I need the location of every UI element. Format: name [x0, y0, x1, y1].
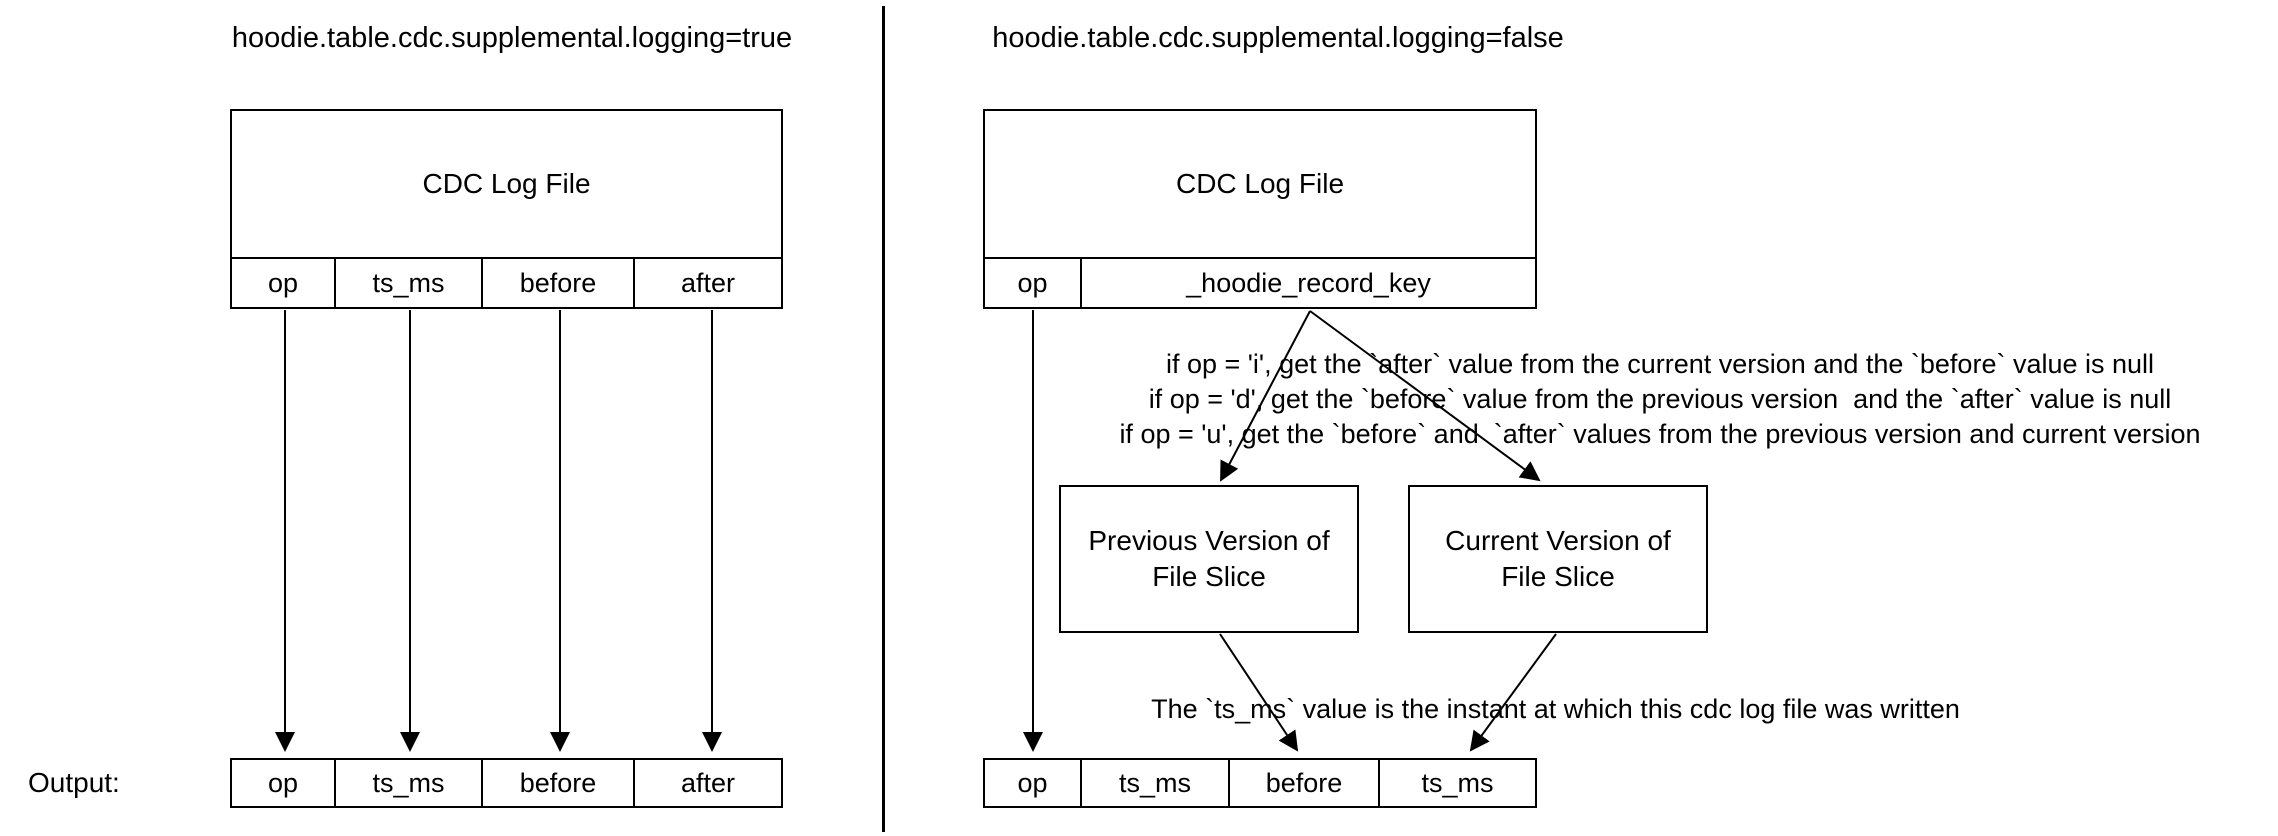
- panel-separator-line: [882, 6, 885, 832]
- right-cdc-log-file-box: CDC Log File op _hoodie_record_key: [983, 109, 1537, 309]
- previous-version-label-line1: Previous Version of: [1088, 525, 1330, 556]
- current-version-file-slice-box: Current Version of File Slice: [1408, 485, 1708, 633]
- left-cdc-log-file-label: CDC Log File: [232, 111, 781, 259]
- current-version-label-line1: Current Version of: [1445, 525, 1671, 556]
- op-rules-text: if op = 'i', get the `after` value from …: [1040, 347, 2278, 452]
- arrow-previous-version-to-output: [1219, 633, 1299, 752]
- left-cdc-column-ts-ms: ts_ms: [336, 259, 483, 307]
- left-cdc-column-after: after: [680, 267, 736, 298]
- left-output-cell-op: op: [232, 760, 336, 806]
- left-cdc-log-file-box: CDC Log File op ts_ms before after: [230, 109, 783, 309]
- right-cdc-log-file-label: CDC Log File: [985, 111, 1535, 259]
- arrow-current-version-to-output: [1469, 633, 1557, 752]
- left-cdc-column-op: op: [232, 259, 336, 307]
- left-cdc-columns: op ts_ms before after: [232, 259, 781, 307]
- left-output-cell-before: before: [483, 760, 635, 806]
- op-rule-insert: if op = 'i', get the `after` value from …: [1165, 349, 2155, 379]
- left-output-cell-after: after: [680, 767, 736, 798]
- left-panel-title: hoodie.table.cdc.supplemental.logging=tr…: [231, 22, 793, 54]
- right-output-cell-ts-ms: ts_ms: [1082, 760, 1230, 806]
- right-output-row: op ts_ms before ts_ms: [983, 758, 1537, 808]
- op-rule-delete: if op = 'd', get the `before` value from…: [1148, 384, 2172, 414]
- right-cdc-column-hoodie-record-key: _hoodie_record_key: [1186, 267, 1431, 298]
- right-cdc-column-op: op: [985, 259, 1082, 307]
- previous-version-file-slice-box: Previous Version of File Slice: [1059, 485, 1359, 633]
- ts-ms-note-text: The `ts_ms` value is the instant at whic…: [1151, 694, 1960, 724]
- right-panel-title: hoodie.table.cdc.supplemental.logging=fa…: [992, 22, 1564, 54]
- left-cdc-column-before: before: [483, 259, 635, 307]
- right-output-cell-before: before: [1230, 760, 1380, 806]
- right-output-cell-ts-ms-2: ts_ms: [1421, 767, 1494, 798]
- left-output-row: op ts_ms before after: [230, 758, 783, 808]
- previous-version-label-line2: File Slice: [1152, 561, 1266, 592]
- left-output-cell-ts-ms: ts_ms: [336, 760, 483, 806]
- op-rule-update: if op = 'u', get the `before` and `after…: [1119, 419, 2201, 449]
- output-label: Output:: [28, 767, 120, 798]
- right-output-cell-op: op: [985, 760, 1082, 806]
- right-cdc-columns: op _hoodie_record_key: [985, 259, 1535, 307]
- current-version-label-line2: File Slice: [1501, 561, 1615, 592]
